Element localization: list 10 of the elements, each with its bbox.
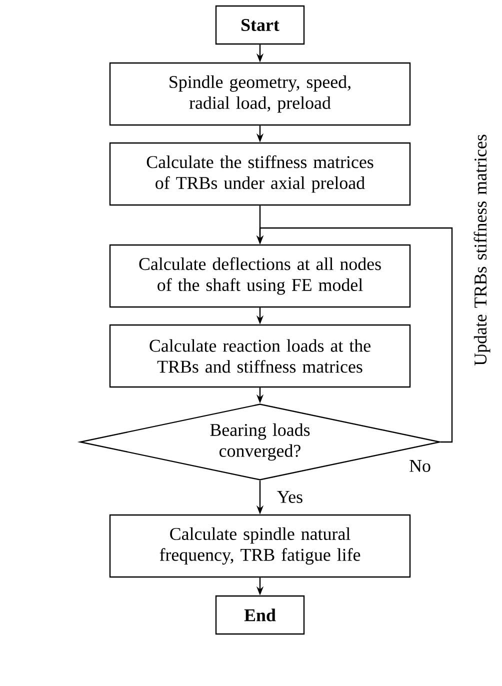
terminal-box: Start <box>215 5 305 45</box>
process-box: Calculate reaction loads at the TRBs and stiffness matrices <box>109 324 411 388</box>
process-box: Calculate spindle natural frequency, TRB fatigue life <box>109 514 411 578</box>
process-box: Calculate the stiffness matrices of TRBs under axial preload <box>109 142 411 206</box>
edge-label: No <box>408 459 432 473</box>
process-box: Spindle geometry, speed, radial load, preload <box>109 62 411 126</box>
process-box: Calculate deflections at all nodes of the shaft using FE model <box>109 244 411 308</box>
terminal-box: End <box>215 595 305 635</box>
edge-label: Yes <box>276 490 304 504</box>
side-note: Update TRBs stiffness matrices <box>474 134 490 366</box>
